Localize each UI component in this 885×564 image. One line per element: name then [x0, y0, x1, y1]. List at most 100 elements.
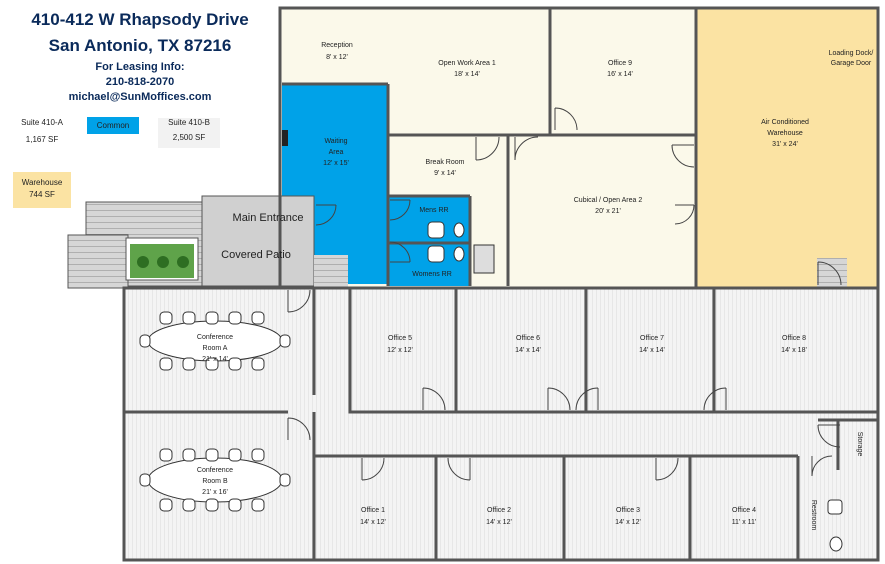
plant-3: [177, 256, 189, 268]
legend-warehouse: Warehouse 744 SF: [13, 172, 71, 208]
door-warehouse: [671, 144, 695, 168]
legend-suite-b: Suite 410-B 2,500 SF: [158, 118, 220, 148]
legend-suite-b-name: Suite 410-B: [168, 118, 210, 127]
chair-icon: [182, 357, 196, 371]
door-main-entrance: [315, 204, 337, 226]
door-office2: [447, 457, 471, 481]
office4-name: Office 4: [732, 507, 756, 514]
door-restroom: [811, 455, 833, 477]
chair-icon: [279, 473, 291, 487]
sink-icon: [427, 221, 445, 239]
loading-line-1: Loading Dock/: [829, 50, 874, 57]
reception-name: Reception: [321, 42, 353, 49]
legend-suite-a: Suite 410-A 1,167 SF: [8, 118, 76, 144]
dock-steps: [817, 258, 847, 288]
chair-icon: [182, 448, 196, 462]
office1-name: Office 1: [361, 507, 385, 514]
door-office8: [703, 387, 727, 411]
chair-icon: [159, 311, 173, 325]
door-storage: [817, 424, 841, 448]
chair-icon: [159, 357, 173, 371]
door-conf-b: [287, 417, 311, 441]
door-loading: [817, 261, 842, 286]
storage-label: Storage: [856, 432, 863, 457]
office5-name: Office 5: [388, 335, 412, 342]
conf-a-name-1: Conference: [197, 334, 233, 341]
leasing-phone: 210-818-2070: [105, 76, 175, 88]
office9-size: 16' x 14': [607, 71, 633, 78]
restroom-toilet-icon: [829, 536, 843, 552]
door-office9: [554, 107, 578, 131]
waiting-size: 12' x 15': [323, 160, 349, 167]
restrooms-area: [388, 196, 470, 286]
leasing-email: michael@SunMoffices.com: [68, 91, 212, 103]
chair-icon: [228, 448, 242, 462]
door-office7: [575, 387, 599, 411]
break-room-name: Break Room: [426, 159, 465, 166]
cubical-name: Cubical / Open Area 2: [574, 197, 643, 204]
plant-2: [157, 256, 169, 268]
waiting-name-1: Waiting: [324, 138, 347, 145]
door-office3: [655, 457, 679, 481]
covered-patio: [201, 195, 315, 287]
door-mens: [389, 199, 411, 221]
break-room-size: 9' x 14': [434, 170, 456, 177]
cubical-size: 20' x 21': [595, 208, 621, 215]
office6-name: Office 6: [516, 335, 540, 342]
entry-steps: [314, 255, 348, 287]
office7-name: Office 7: [640, 335, 664, 342]
door-conf-a: [287, 289, 311, 313]
waiting-name-2: Area: [329, 149, 344, 156]
toilet-icon-2: [453, 246, 465, 262]
toilet-icon: [453, 222, 465, 238]
chair-icon: [182, 311, 196, 325]
conf-b-size: 21' x 16': [202, 489, 228, 496]
restroom-label: Restroom: [810, 500, 817, 531]
chair-icon: [251, 448, 265, 462]
chair-icon: [228, 498, 242, 512]
legend-warehouse-name: Warehouse: [21, 178, 63, 187]
legend-common: Common: [87, 117, 139, 134]
legend-suite-a-name: Suite 410-A: [21, 118, 63, 127]
warehouse-size: 31' x 24': [772, 141, 798, 148]
covered-patio-label: Covered Patio: [221, 249, 291, 261]
door-office6: [547, 387, 571, 411]
conf-a-name-2: Room A: [203, 345, 228, 352]
legend-common-label: Common: [96, 121, 130, 130]
office2-name: Office 2: [487, 507, 511, 514]
office2-size: 14' x 12': [486, 519, 512, 526]
kitchen-sink-icon: [473, 244, 495, 274]
door-office1: [361, 457, 385, 481]
warehouse-area: [696, 8, 878, 288]
chair-icon: [228, 311, 242, 325]
chair-icon: [228, 357, 242, 371]
address-line-2: San Antonio, TX 87216: [48, 36, 232, 55]
chair-icon: [139, 334, 151, 348]
chair-icon: [159, 448, 173, 462]
chair-icon: [182, 498, 196, 512]
office9-name: Office 9: [608, 60, 632, 67]
office1-size: 14' x 12': [360, 519, 386, 526]
legend-suite-a-area: 1,167 SF: [25, 135, 59, 144]
conf-a-size: 21' x 14': [202, 356, 228, 363]
restroom-sink-icon: [827, 499, 843, 515]
office5-size: 12' x 12': [387, 347, 413, 354]
office3-size: 14' x 12': [615, 519, 641, 526]
conf-b-name-1: Conference: [197, 467, 233, 474]
chair-icon: [251, 311, 265, 325]
chair-icon: [251, 357, 265, 371]
sink-icon-2: [427, 245, 445, 263]
open-work-1-name: Open Work Area 1: [438, 60, 496, 67]
door-office5: [422, 387, 446, 411]
reception-size: 8' x 12': [326, 54, 348, 61]
office8-size: 14' x 18': [781, 347, 807, 354]
waiting-furniture: [282, 130, 288, 146]
chair-icon: [279, 334, 291, 348]
chair-icon: [205, 357, 219, 371]
chair-icon: [205, 311, 219, 325]
office4-size: 11' x 11': [732, 519, 757, 526]
door-break: [475, 136, 500, 161]
office3-name: Office 3: [616, 507, 640, 514]
conf-b-name-2: Room B: [202, 478, 228, 485]
womens-rr-label: Womens RR: [412, 271, 452, 278]
